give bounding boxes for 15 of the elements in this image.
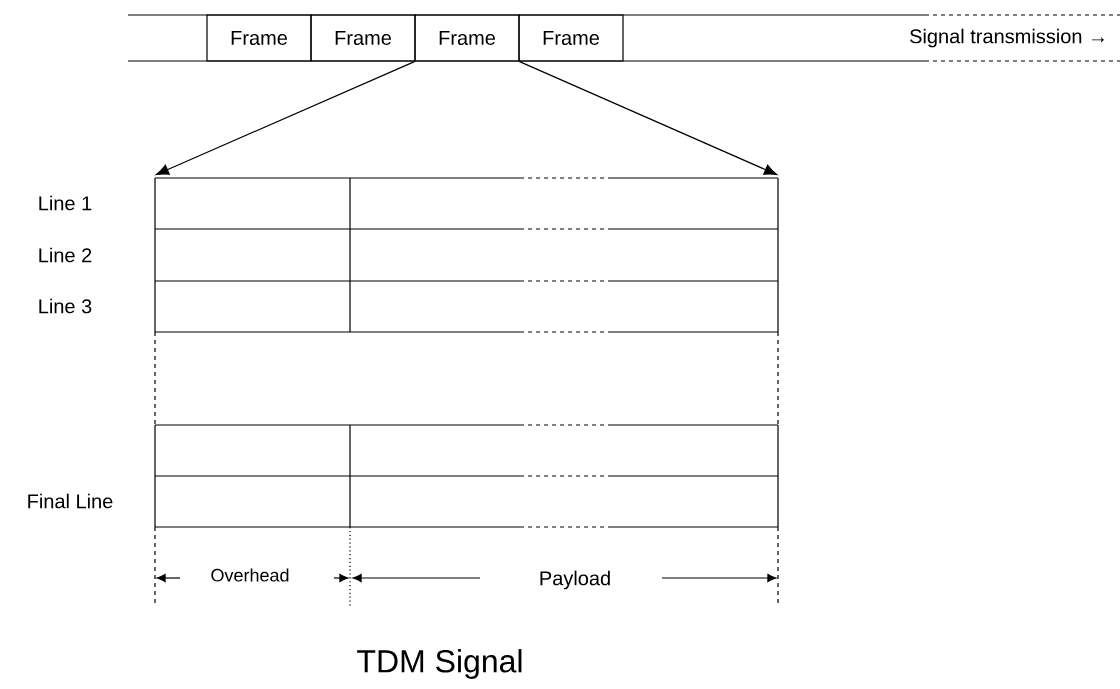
frame-box: Frame: [206, 14, 312, 62]
row-label: Line 1: [39, 195, 92, 211]
arrow: [155, 61, 415, 176]
frame-box: Frame: [310, 14, 416, 62]
dimension-label: Overhead: [211, 568, 289, 582]
frame-box: Frame: [518, 14, 624, 62]
row-label: Line 2: [39, 247, 92, 263]
diagram-title: TDM Signal: [357, 649, 522, 679]
dimension-label: Payload: [540, 570, 610, 590]
row-label: Final Line: [28, 493, 113, 509]
row-label: Line 3: [39, 298, 92, 314]
arrow: [519, 61, 778, 176]
frame-structure-drawing: [154, 177, 779, 528]
transmission-label: Signal transmission →: [910, 28, 1104, 48]
frame-box: Frame: [414, 14, 520, 62]
